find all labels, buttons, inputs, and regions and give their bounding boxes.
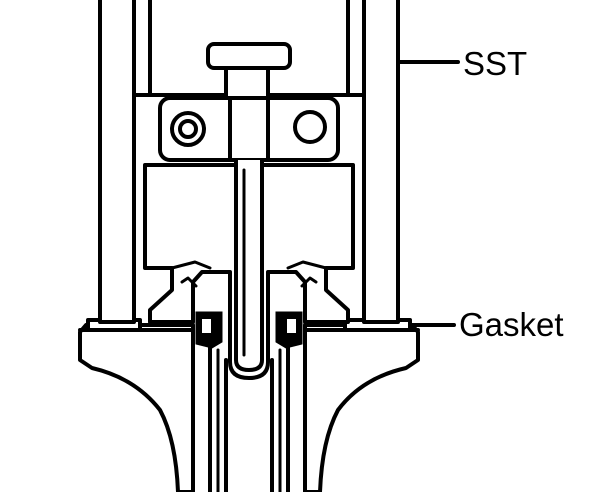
valve-guide [191, 328, 307, 492]
sst-knob [206, 42, 292, 100]
oil-seal [195, 311, 303, 349]
sst-label: SST [463, 45, 528, 82]
sst-frame [98, 0, 400, 324]
gasket-label: Gasket [459, 306, 564, 343]
leader-lines [396, 60, 460, 327]
sst-clamp-block [158, 96, 340, 162]
valve-stem [234, 158, 264, 372]
